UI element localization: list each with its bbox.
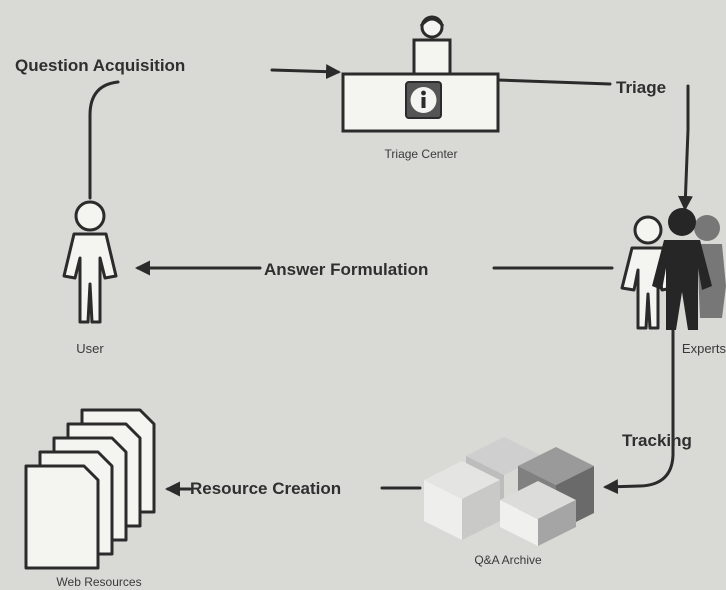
info-icon	[405, 81, 442, 119]
experts-icon	[620, 208, 726, 330]
qa-archive-node: Q&A Archive	[424, 437, 594, 567]
tracking-label: Tracking	[622, 431, 692, 450]
operator-icon	[412, 15, 452, 78]
triage-label: Triage	[616, 78, 666, 97]
user-node: User	[62, 200, 118, 356]
resource-creation-label: Resource Creation	[190, 479, 341, 498]
experts-node: Experts	[620, 208, 726, 356]
question-acquisition-arrow	[270, 64, 341, 80]
documents-stack-icon	[24, 408, 156, 570]
web-resources-node: Web Resources	[24, 408, 156, 589]
qa-archive-caption: Q&A Archive	[474, 553, 542, 567]
triage-center-node: Triage Center	[341, 15, 500, 161]
qa-archive-icon	[424, 437, 594, 546]
question-acquisition-label: Question Acquisition	[15, 56, 185, 75]
question-acquisition-connector	[88, 80, 120, 200]
web-resources-caption: Web Resources	[56, 575, 141, 589]
triage-connector-b	[677, 84, 693, 211]
user-icon	[62, 200, 118, 324]
triage-center-caption: Triage Center	[385, 147, 458, 161]
tracking-connector	[603, 298, 675, 495]
answer-formulation-label: Answer Formulation	[264, 260, 428, 279]
user-caption: User	[76, 341, 104, 356]
triage-connector-a	[496, 78, 612, 86]
experts-caption: Experts	[682, 341, 726, 356]
